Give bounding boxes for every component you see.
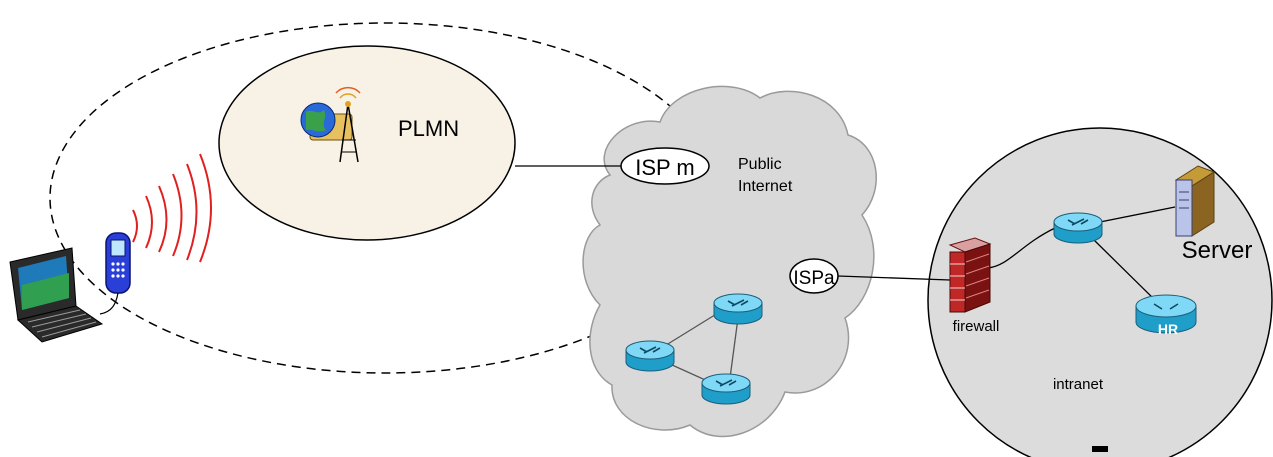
isp-m-node xyxy=(620,147,710,185)
server-label: Server xyxy=(1182,237,1253,264)
plmn-label: PLMN xyxy=(398,116,459,141)
globe-antenna-tower-icon xyxy=(300,86,361,163)
server-icon xyxy=(1174,165,1216,237)
router-to-hr-link xyxy=(1093,239,1161,306)
isp-a-label: ISPa xyxy=(793,268,835,289)
public-internet-label-line1: Public xyxy=(738,156,782,173)
cloud-router-link-c xyxy=(729,317,739,379)
mobile-phone-icon xyxy=(105,232,131,294)
radio-waves-icon xyxy=(132,153,212,263)
router-icon xyxy=(625,340,675,372)
router-icon xyxy=(713,293,763,325)
router-to-server-link xyxy=(1099,206,1176,223)
firewall-to-router-link xyxy=(987,227,1056,269)
intranet-base-marker xyxy=(1092,446,1108,452)
hr-label: HR xyxy=(1158,321,1178,337)
laptop-icon xyxy=(9,247,104,343)
hr-router-icon xyxy=(1135,294,1197,334)
router-icon xyxy=(1053,212,1103,244)
isp-a-to-firewall-link xyxy=(837,275,951,281)
isp-m-label: ISP m xyxy=(635,155,695,180)
router-icon xyxy=(701,373,751,405)
firewall-icon xyxy=(948,237,992,313)
plmn-area xyxy=(218,45,516,241)
intranet-label: intranet xyxy=(1053,376,1104,393)
public-internet-label-line2: Internet xyxy=(738,178,793,195)
firewall-label: firewall xyxy=(953,318,1000,335)
isp-a-node xyxy=(789,258,839,294)
phone-cable xyxy=(99,292,119,315)
